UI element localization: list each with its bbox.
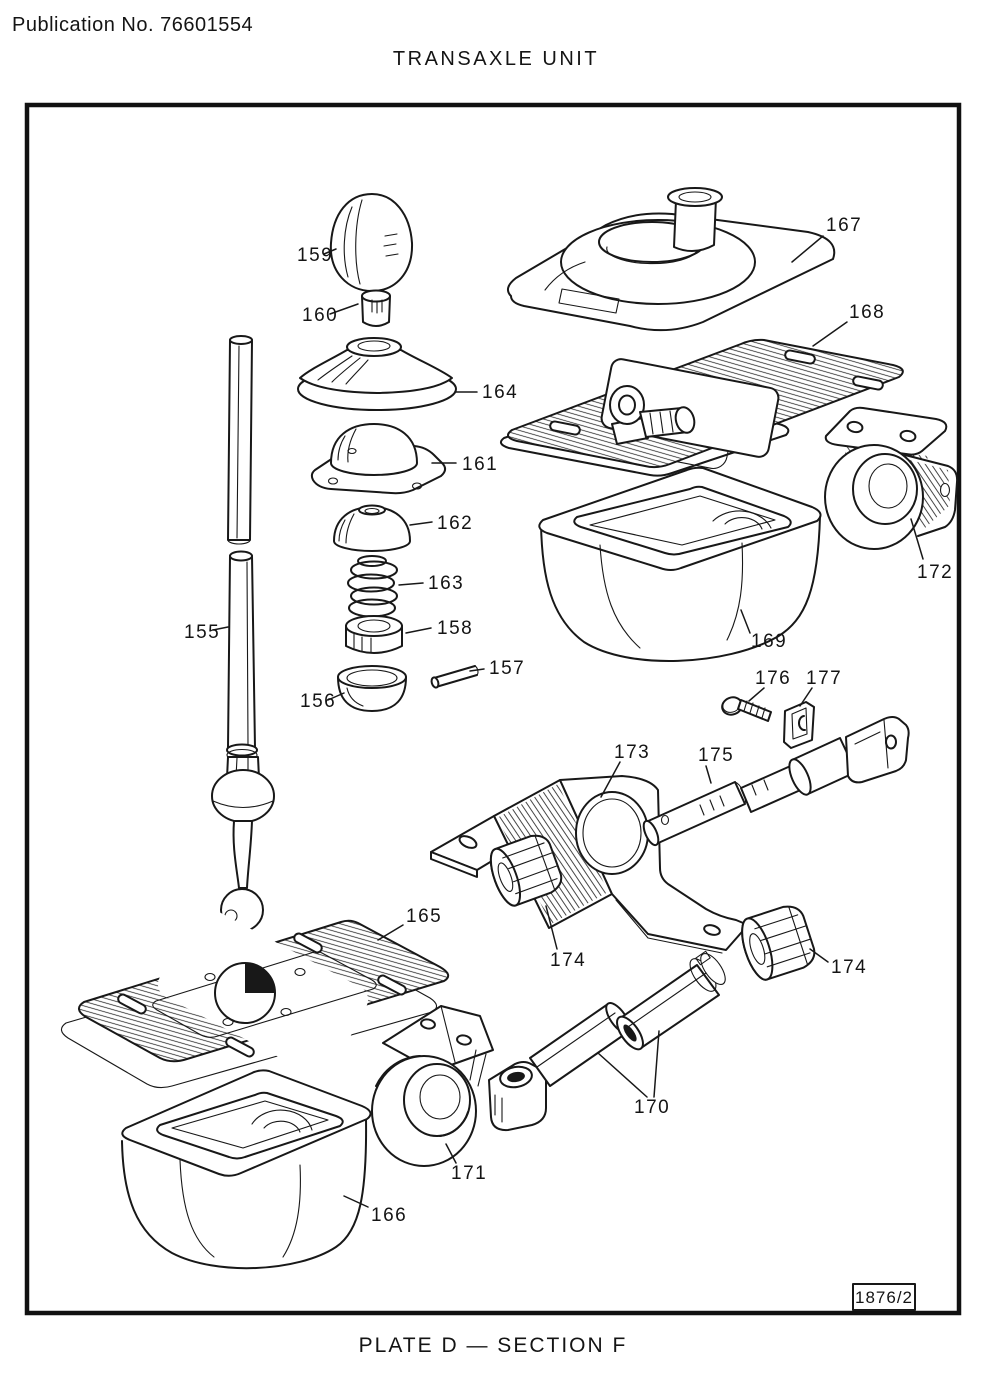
part-177-clip: 177 bbox=[783, 668, 842, 749]
part-175-remote-shaft: 175 bbox=[642, 716, 910, 847]
part-158-bush: 158 bbox=[345, 615, 473, 654]
part-label-174a: 174 bbox=[550, 950, 586, 971]
part-label-164: 164 bbox=[482, 382, 518, 403]
part-160-knob-bush: 160 bbox=[302, 289, 391, 327]
part-176-bolt: 176 bbox=[721, 668, 791, 722]
diagram-border bbox=[24, 102, 962, 1316]
part-label-172: 172 bbox=[917, 562, 953, 583]
part-label-168: 168 bbox=[849, 302, 885, 323]
part-172-mounting: 172 bbox=[824, 406, 959, 583]
part-label-176: 176 bbox=[755, 668, 791, 689]
part-170-tubes: 170 bbox=[488, 950, 726, 1132]
figure-ref-number: 1876/2 bbox=[855, 1288, 913, 1307]
part-171-mounting-ring: 171 bbox=[371, 1005, 494, 1184]
part-label-177: 177 bbox=[806, 668, 842, 689]
part-165-cover-plate: 165 bbox=[60, 906, 450, 1089]
part-label-160: 160 bbox=[302, 305, 338, 326]
part-173-support-bracket: 173 bbox=[430, 742, 749, 954]
part-label-162: 162 bbox=[437, 513, 473, 534]
part-167-mounting-cover: 167 bbox=[506, 187, 862, 332]
part-label-158: 158 bbox=[437, 618, 473, 639]
part-164-cone-boot: 164 bbox=[297, 337, 518, 411]
part-166-draught-excluder: 166 bbox=[121, 1069, 407, 1270]
part-label-171: 171 bbox=[451, 1163, 487, 1184]
part-168-top-plate: 168 bbox=[499, 302, 904, 477]
part-label-156: 156 bbox=[300, 691, 336, 712]
figure-reference: 1876/2 bbox=[852, 1283, 916, 1311]
page-title: TRANSAXLE UNIT bbox=[393, 48, 599, 70]
part-174-bush-left: 174 bbox=[489, 834, 586, 971]
part-169-draught-excluder: 169 bbox=[538, 466, 822, 663]
part-label-174b: 174 bbox=[831, 957, 867, 978]
part-label-161: 161 bbox=[462, 454, 498, 475]
part-161-dome-cover: 161 bbox=[310, 423, 498, 495]
part-174-bush-right: 174 bbox=[741, 905, 867, 981]
part-label-169: 169 bbox=[751, 631, 787, 652]
publication-number: Publication No. 76601554 bbox=[12, 14, 253, 36]
plate-caption: PLATE D — SECTION F bbox=[359, 1334, 628, 1357]
part-label-159: 159 bbox=[297, 245, 333, 266]
part-label-170: 170 bbox=[634, 1097, 670, 1118]
part-label-166: 166 bbox=[371, 1205, 407, 1226]
part-label-155: 155 bbox=[184, 622, 220, 643]
part-label-175: 175 bbox=[698, 745, 734, 766]
part-label-157: 157 bbox=[489, 658, 525, 679]
part-155-gear-lever: 155 bbox=[184, 335, 275, 932]
part-label-163: 163 bbox=[428, 573, 464, 594]
part-157-pin: 157 bbox=[430, 658, 525, 689]
part-163-spring: 163 bbox=[347, 555, 464, 618]
part-label-167: 167 bbox=[826, 215, 862, 236]
part-156-cup: 156 bbox=[300, 665, 407, 712]
part-label-173: 173 bbox=[614, 742, 650, 763]
part-159-gear-knob: 159 bbox=[297, 193, 414, 292]
part-162-dome-seat: 162 bbox=[333, 504, 473, 552]
part-label-165: 165 bbox=[406, 906, 442, 927]
